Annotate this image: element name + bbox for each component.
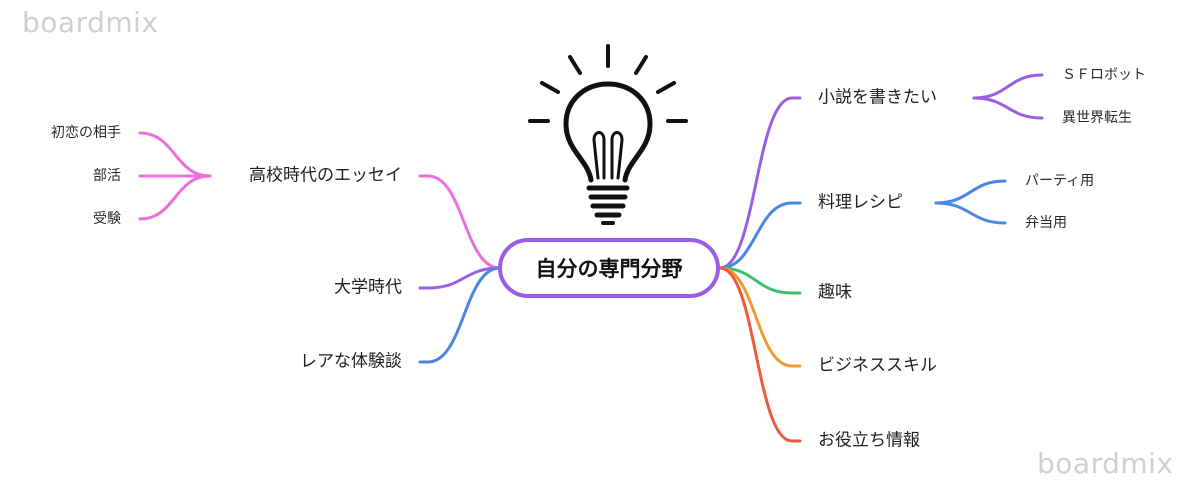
lightbulb-icon bbox=[528, 44, 688, 225]
connector-center-to-1 bbox=[718, 201, 794, 270]
branch-high-school-essay[interactable]: 高校時代のエッセイ bbox=[249, 165, 402, 186]
subbranch-club[interactable]: 部活 bbox=[93, 168, 121, 184]
watermark-top-left: boardmix bbox=[22, 6, 159, 39]
connector-recipe-party bbox=[934, 179, 1007, 205]
subbranch-party[interactable]: パーティ用 bbox=[1025, 173, 1095, 189]
connector-recipe-bento bbox=[934, 201, 1007, 225]
subbranch-sf-robot[interactable]: ＳＦロボット bbox=[1062, 67, 1146, 83]
connector-center-to-left-1 bbox=[426, 266, 502, 290]
subbranch-isekai[interactable]: 異世界転生 bbox=[1062, 110, 1132, 126]
branch-useful-info[interactable]: お役立ち情報 bbox=[818, 430, 920, 451]
subbranch-bento[interactable]: 弁当用 bbox=[1025, 215, 1067, 231]
branch-university[interactable]: 大学時代 bbox=[334, 277, 402, 298]
subbranch-first-love[interactable]: 初恋の相手 bbox=[51, 125, 121, 141]
branch-hobby[interactable]: 趣味 bbox=[818, 282, 852, 303]
connector-center-to-0 bbox=[718, 96, 794, 270]
connector-essay-firstlove bbox=[138, 131, 212, 178]
connector-novel-isekai bbox=[972, 96, 1044, 120]
central-topic-node[interactable]: 自分の専門分野 bbox=[498, 238, 720, 298]
branch-business-skill[interactable]: ビジネススキル bbox=[818, 355, 937, 376]
subbranch-exam[interactable]: 受験 bbox=[93, 211, 121, 227]
connector-center-to-2 bbox=[718, 266, 794, 295]
connector-essay-exam bbox=[138, 174, 212, 221]
connector-center-to-left-0 bbox=[426, 174, 502, 270]
central-topic-label: 自分の専門分野 bbox=[535, 257, 683, 281]
watermark-bottom-right: boardmix bbox=[1037, 447, 1174, 480]
connector-center-to-left-2 bbox=[426, 266, 502, 364]
connector-novel-sf bbox=[972, 73, 1044, 100]
branch-rare-experience[interactable]: レアな体験談 bbox=[300, 351, 402, 372]
connector-center-to-3 bbox=[718, 266, 794, 368]
branch-recipe[interactable]: 料理レシピ bbox=[818, 192, 903, 213]
connector-center-to-4 bbox=[718, 266, 794, 443]
branch-novel[interactable]: 小説を書きたい bbox=[818, 87, 937, 108]
